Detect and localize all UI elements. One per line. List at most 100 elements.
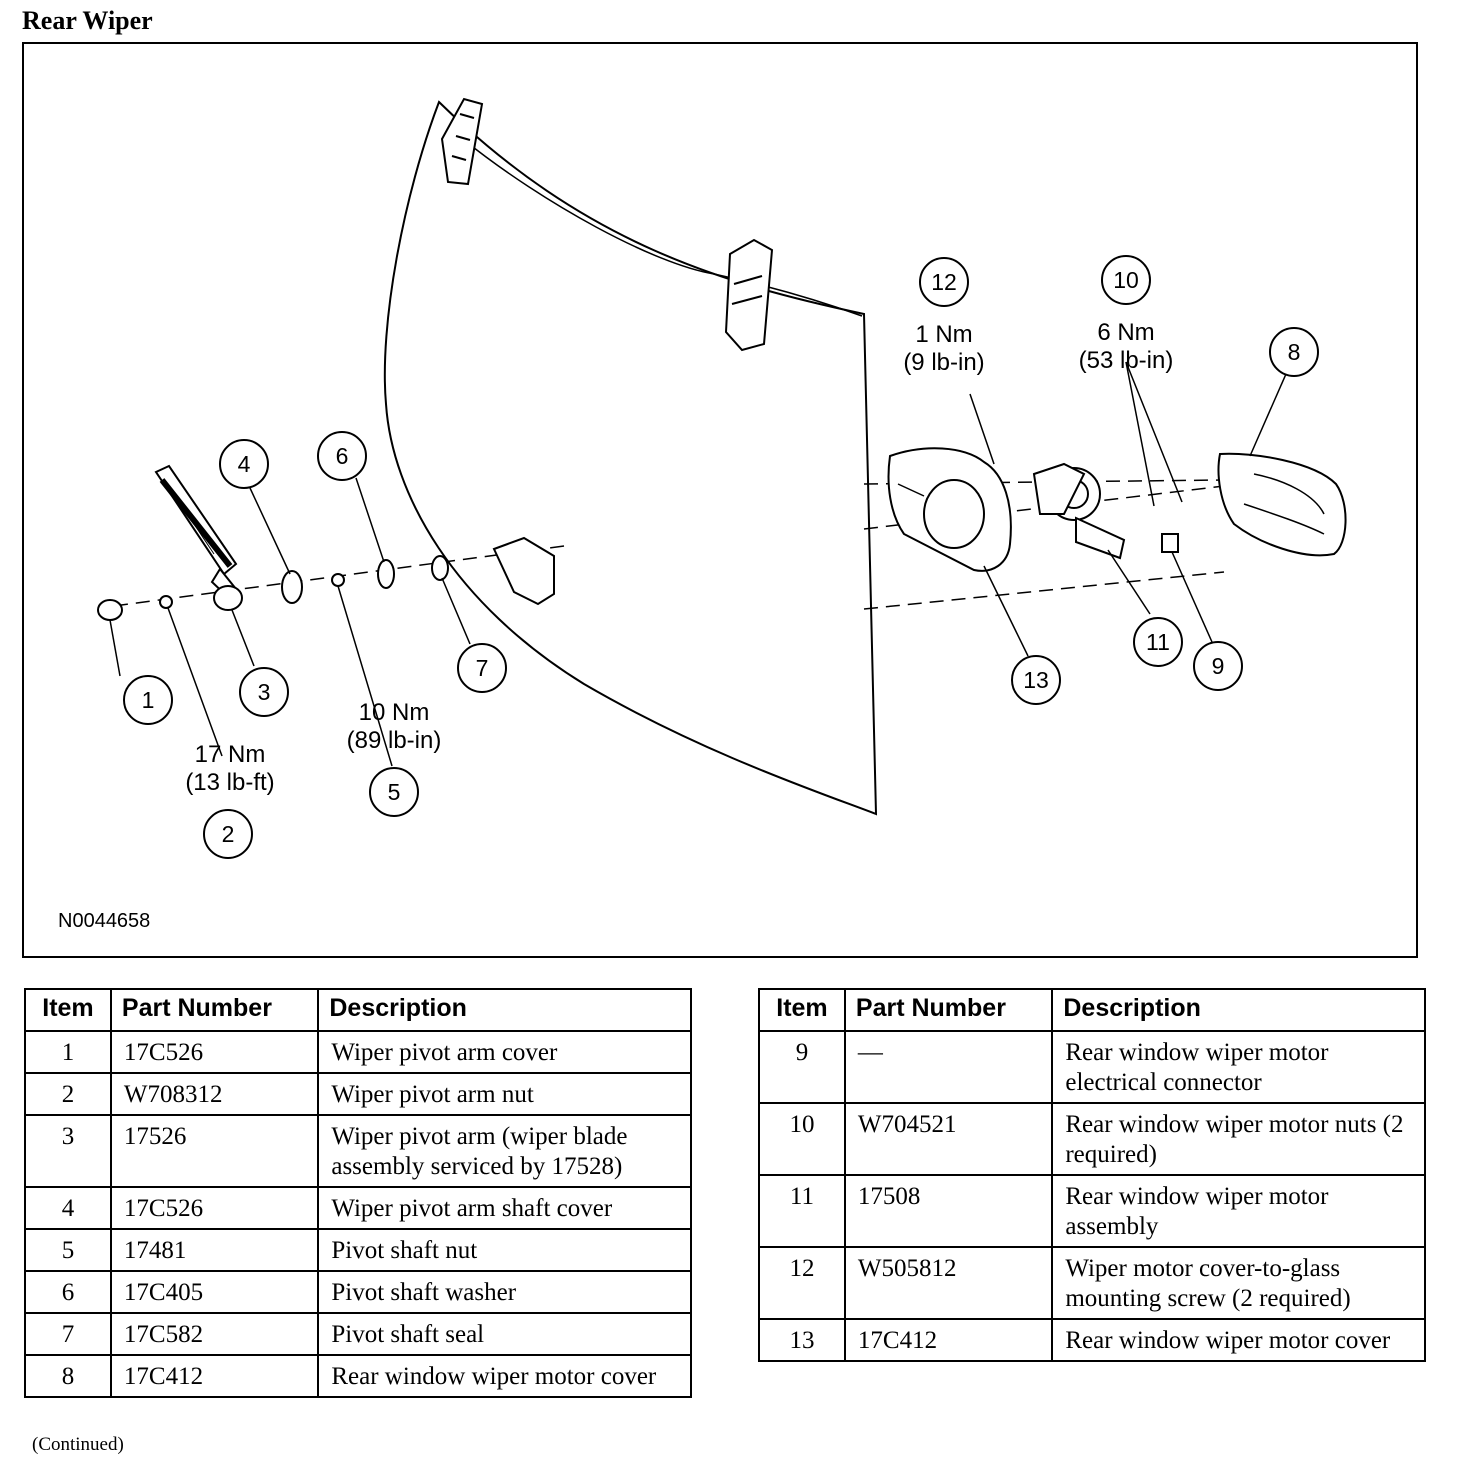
callout-8: 8 xyxy=(1269,327,1319,377)
part-number-cell: 17C412 xyxy=(843,1318,1054,1362)
header-description: Description xyxy=(317,988,692,1032)
table-header-row: Item Part Number Description xyxy=(24,988,692,1032)
svg-text:5: 5 xyxy=(388,779,401,805)
description-cell: Wiper pivot arm shaft cover xyxy=(317,1186,692,1230)
item-cell: 2 xyxy=(24,1072,112,1116)
item-cell: 11 xyxy=(758,1174,846,1248)
part-number-cell: — xyxy=(843,1030,1054,1104)
description-cell: Wiper pivot arm cover xyxy=(317,1030,692,1074)
torque-item12-nm: 1 Nm xyxy=(915,321,972,348)
header-part-number: Part Number xyxy=(109,988,320,1032)
callout-10: 10 xyxy=(1101,255,1151,305)
table-row: 9—Rear window wiper motor electrical con… xyxy=(758,1030,1426,1104)
callout-3: 3 xyxy=(239,667,289,717)
part-number-cell: W708312 xyxy=(109,1072,320,1116)
description-cell: Pivot shaft washer xyxy=(317,1270,692,1314)
table-header-row: Item Part Number Description xyxy=(758,988,1426,1032)
item-cell: 7 xyxy=(24,1312,112,1356)
wiper-blade xyxy=(154,464,238,601)
description-cell: Rear window wiper motor electrical conne… xyxy=(1051,1030,1426,1104)
svg-text:12: 12 xyxy=(931,269,957,295)
exploded-diagram: 1 2 3 4 5 6 7 8 9 10 11 12 13 17 Nm (13 … xyxy=(22,42,1418,958)
torque-item5-imperial: (89 lb-in) xyxy=(347,727,442,754)
part-number-cell: W704521 xyxy=(843,1102,1054,1176)
svg-text:3: 3 xyxy=(258,679,271,705)
item-cell: 12 xyxy=(758,1246,846,1320)
upper-wiper-bracket xyxy=(440,97,484,186)
description-cell: Pivot shaft nut xyxy=(317,1228,692,1272)
svg-text:10: 10 xyxy=(1113,267,1139,293)
description-cell: Wiper pivot arm nut xyxy=(317,1072,692,1116)
description-cell: Wiper pivot arm (wiper blade assembly se… xyxy=(317,1114,692,1188)
diagram-drawing: 1 2 3 4 5 6 7 8 9 10 11 12 13 17 Nm (13 … xyxy=(97,97,1347,859)
item-cell: 5 xyxy=(24,1228,112,1272)
torque-item10-nm: 6 Nm xyxy=(1097,319,1154,346)
callout-4: 4 xyxy=(219,439,269,489)
callout-9: 9 xyxy=(1193,641,1243,691)
torque-item2-nm: 17 Nm xyxy=(195,741,266,768)
callout-5: 5 xyxy=(369,767,419,817)
motor-cover-13 xyxy=(887,447,1012,572)
description-cell: Rear window wiper motor nuts (2 required… xyxy=(1051,1102,1426,1176)
svg-text:11: 11 xyxy=(1146,629,1170,655)
description-cell: Rear window wiper motor cover xyxy=(317,1354,692,1398)
part-number-cell: W505812 xyxy=(843,1246,1054,1320)
svg-text:7: 7 xyxy=(476,655,489,681)
svg-text:13: 13 xyxy=(1023,667,1049,693)
torque-specs: 17 Nm (13 lb-ft) 10 Nm (89 lb-in) 1 Nm (… xyxy=(185,319,1173,796)
parts-table-right: Item Part Number Description 9—Rear wind… xyxy=(758,988,1426,1362)
callout-7: 7 xyxy=(457,643,507,693)
item-cell: 10 xyxy=(758,1102,846,1176)
item-cell: 4 xyxy=(24,1186,112,1230)
callout-1: 1 xyxy=(123,675,173,725)
svg-text:4: 4 xyxy=(238,451,251,477)
callout-2: 2 xyxy=(203,809,253,859)
callout-12: 12 xyxy=(919,257,969,307)
svg-text:9: 9 xyxy=(1212,653,1225,679)
svg-text:8: 8 xyxy=(1288,339,1301,365)
header-item: Item xyxy=(24,988,112,1032)
description-cell: Rear window wiper motor cover xyxy=(1051,1318,1426,1362)
svg-text:6: 6 xyxy=(336,443,349,469)
torque-item5-nm: 10 Nm xyxy=(359,699,430,726)
figure-id: N0044658 xyxy=(58,910,151,932)
callout-13: 13 xyxy=(1011,655,1061,705)
item-cell: 3 xyxy=(24,1114,112,1188)
part-number-cell: 17C405 xyxy=(109,1270,320,1314)
header-description: Description xyxy=(1051,988,1426,1032)
callout-6: 6 xyxy=(317,431,367,481)
part-number-cell: 17C526 xyxy=(109,1186,320,1230)
wiper-motor-11 xyxy=(1032,462,1126,560)
callout-markers: 1 2 3 4 5 6 7 8 9 10 11 12 13 xyxy=(123,255,1319,859)
torque-item2-imperial: (13 lb-ft) xyxy=(185,769,274,796)
item-cell: 9 xyxy=(758,1030,846,1104)
part-number-cell: 17508 xyxy=(843,1174,1054,1248)
description-cell: Pivot shaft seal xyxy=(317,1312,692,1356)
part-number-cell: 17C412 xyxy=(109,1354,320,1398)
callout-11: 11 xyxy=(1133,617,1183,667)
torque-item12-imperial: (9 lb-in) xyxy=(903,349,984,376)
description-cell: Wiper motor cover-to-glass mounting scre… xyxy=(1051,1246,1426,1320)
leader-lines xyxy=(109,361,1287,767)
part-number-cell: 17C582 xyxy=(109,1312,320,1356)
connector-9 xyxy=(1161,533,1179,553)
continued-note: (Continued) xyxy=(32,1434,124,1455)
washer-nozzle-bracket xyxy=(724,238,774,352)
rear-glass xyxy=(383,100,878,816)
part-number-cell: 17526 xyxy=(109,1114,320,1188)
part-number-cell: 17C526 xyxy=(109,1030,320,1074)
header-part-number: Part Number xyxy=(843,988,1054,1032)
torque-item10-imperial: (53 lb-in) xyxy=(1079,347,1174,374)
part-number-cell: 17481 xyxy=(109,1228,320,1272)
